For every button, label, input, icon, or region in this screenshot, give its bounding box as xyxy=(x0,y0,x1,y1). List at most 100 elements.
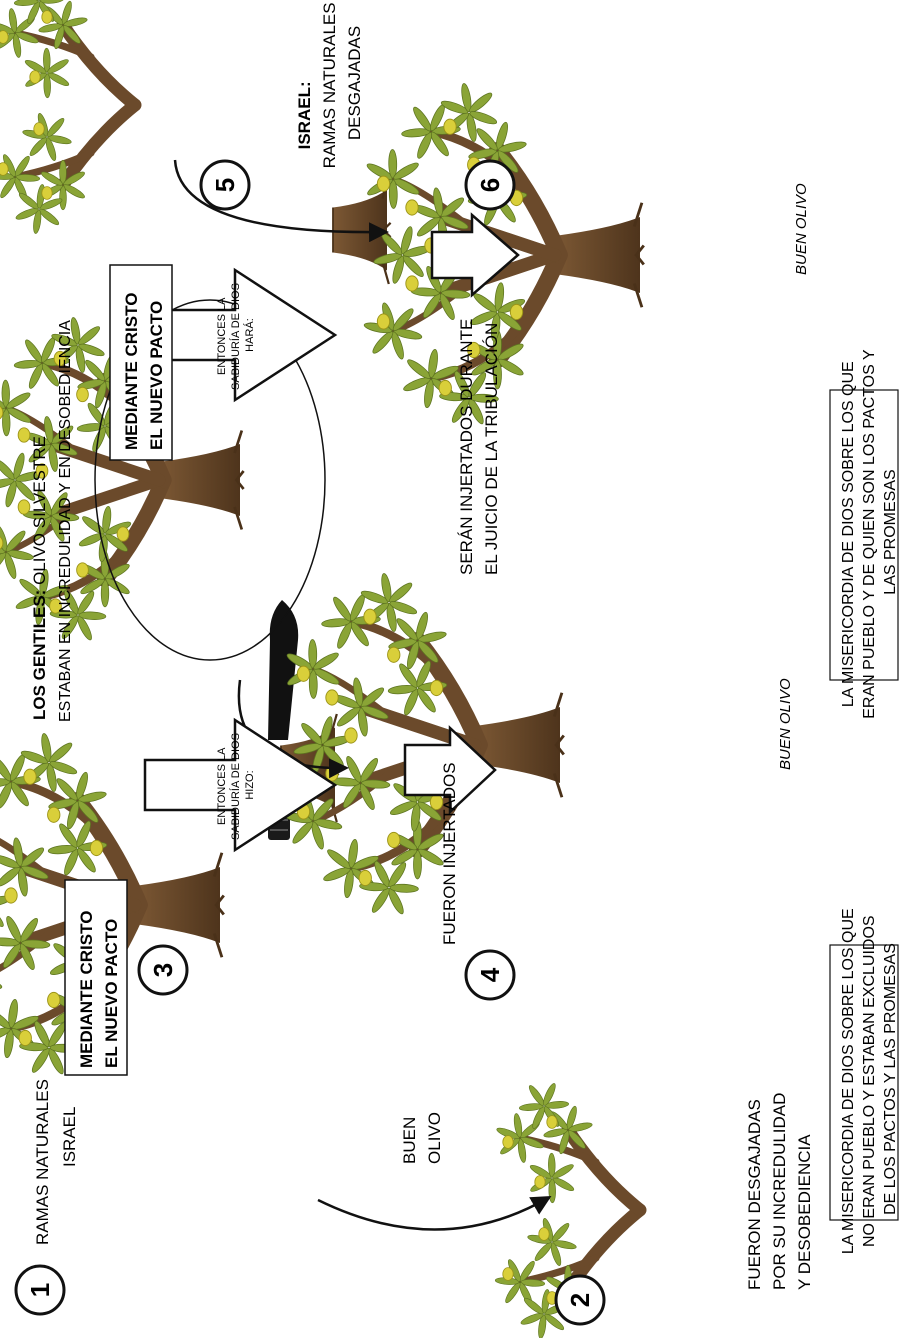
olive-icon xyxy=(443,118,457,135)
olive-icon xyxy=(438,379,452,397)
leaf-icon xyxy=(402,254,424,277)
leaf-icon xyxy=(495,121,508,151)
olive-icon xyxy=(358,869,372,887)
step-5-number: 5 xyxy=(210,178,240,192)
olive-icon xyxy=(502,1267,514,1281)
leaf-icon xyxy=(8,8,18,33)
leaf-icon xyxy=(15,208,39,220)
wisdom-will-line-3: HARÁ: xyxy=(243,318,256,352)
leaf-icon xyxy=(387,684,417,695)
leaf-icon xyxy=(417,833,444,851)
leaf-icon xyxy=(552,1177,575,1192)
olive-icon xyxy=(363,608,377,625)
olive-icon xyxy=(47,991,61,1009)
leaf-icon xyxy=(386,603,397,632)
leaf-icon xyxy=(366,163,393,180)
wisdom-will-text: ENTONCES LA SABIDURÍA DE DIOS HARÁ: xyxy=(216,280,256,390)
olive-icon xyxy=(49,598,62,614)
leaf-icon xyxy=(468,397,484,425)
trunk-shape xyxy=(158,443,240,517)
leaf-icon xyxy=(308,639,318,669)
leaf-icon xyxy=(308,669,318,699)
step-4-badge: 4 xyxy=(464,949,516,1001)
leaf-icon xyxy=(407,640,420,670)
leaf-icon xyxy=(361,779,391,789)
leaf-icon xyxy=(468,148,497,160)
leaf-icon xyxy=(63,184,85,199)
leaf-icon xyxy=(0,756,12,782)
leaf-icon xyxy=(61,615,79,639)
leaf-icon xyxy=(568,1122,593,1132)
leaf-icon xyxy=(538,1314,547,1338)
leaf-icon xyxy=(0,1009,11,1029)
branch-shape xyxy=(56,98,142,192)
leaf-icon xyxy=(50,516,65,542)
leaf-icon xyxy=(1,379,10,408)
olive-icon xyxy=(41,10,53,24)
covenant-box-5-text: MEDIANTE CRISTO EL NUEVO PACTO xyxy=(122,288,166,450)
leaf-icon xyxy=(47,59,69,74)
leaf-icon xyxy=(440,215,469,230)
leaf-icon xyxy=(85,359,106,382)
leaf-icon xyxy=(559,1130,570,1155)
olive-icon xyxy=(18,1029,32,1047)
leaf-icon xyxy=(388,179,398,209)
leaf-icon xyxy=(497,358,524,376)
leaf-icon xyxy=(505,1282,521,1304)
leaf-icon xyxy=(0,177,16,199)
leaf-icon xyxy=(49,761,78,775)
gentiles-title-bold: LOS GENTILES: xyxy=(30,590,49,720)
leaf-icon xyxy=(0,937,20,947)
wild-olive-highlight xyxy=(94,299,326,661)
leaf-icon xyxy=(28,363,43,389)
leaf-icon xyxy=(38,0,51,1)
stump-shape xyxy=(332,189,387,271)
stump-step-5 xyxy=(332,175,392,285)
step-1-badge: 1 xyxy=(14,1264,66,1316)
leaf-icon xyxy=(342,783,362,809)
leaf-icon xyxy=(469,92,493,113)
leaf-icon xyxy=(2,408,11,437)
leaf-icon xyxy=(407,359,431,379)
leaf-icon xyxy=(388,887,404,915)
leaf-icon xyxy=(0,1027,11,1042)
leaf-icon xyxy=(360,590,389,604)
leaf-icon xyxy=(422,293,442,319)
leaf-icon xyxy=(520,1136,544,1149)
leaf-icon xyxy=(77,848,96,873)
olive-icon xyxy=(76,562,89,578)
leaf-icon xyxy=(28,443,51,463)
branch-shape xyxy=(44,473,166,523)
leaf-icon xyxy=(451,397,470,423)
olive-icon xyxy=(0,535,4,551)
israel-natural-line-1: RAMAS NATURALES xyxy=(33,1079,52,1245)
leaf-icon xyxy=(313,818,343,830)
leaf-icon xyxy=(44,416,54,444)
step-3-badge: 3 xyxy=(137,944,189,996)
covenant-box-3-text: MEDIANTE CRISTO EL NUEVO PACTO xyxy=(77,906,121,1068)
leaf-icon xyxy=(48,798,77,810)
leaf-icon xyxy=(389,601,418,615)
leaf-icon xyxy=(293,743,322,755)
olive-icon xyxy=(467,341,481,359)
leaf-icon xyxy=(92,426,106,452)
leaf-icon xyxy=(323,867,351,882)
leaf-icon xyxy=(49,742,73,763)
olive-icon xyxy=(89,839,104,857)
leaf-icon xyxy=(4,552,17,579)
wisdom-did-text: ENTONCES LA SABIDURÍA DE DIOS HIZO: xyxy=(216,730,256,840)
leaf-icon xyxy=(520,1279,546,1287)
leaf-icon xyxy=(439,293,455,320)
olive-icon xyxy=(387,831,401,849)
leaf-icon xyxy=(105,563,130,580)
leaf-icon xyxy=(517,1138,527,1163)
mercy-israel-line-3: LAS PROMESAS xyxy=(882,469,899,594)
leaf-icon xyxy=(70,317,81,345)
leaf-icon xyxy=(469,111,498,125)
leaf-icon xyxy=(0,904,4,927)
olive-icon xyxy=(0,162,9,176)
israel-cut-line-1: RAMAS NATURALES xyxy=(320,2,339,168)
leaf-icon xyxy=(417,848,444,866)
leaf-icon xyxy=(333,596,352,622)
leaf-icon xyxy=(13,452,25,480)
